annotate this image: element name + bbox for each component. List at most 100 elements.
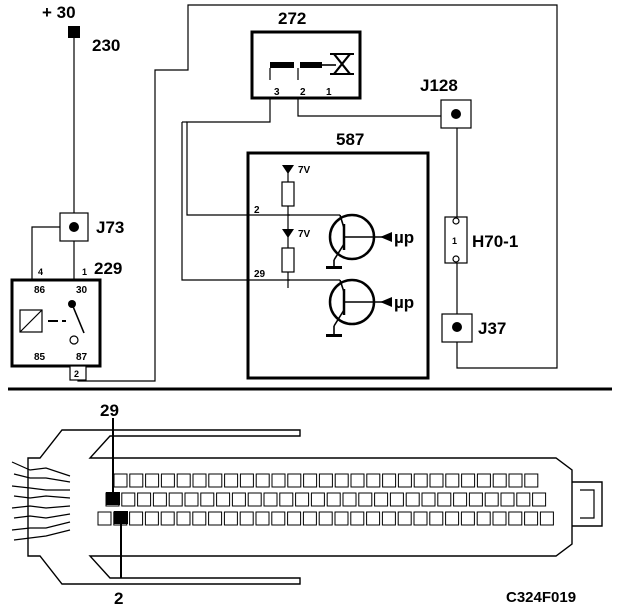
harness-pin-cavity [397,473,412,488]
relay-switch-arm [71,303,85,334]
harness-pin-cavity [160,511,175,526]
j128-label: J128 [420,76,458,95]
relay-contact-open [69,335,79,345]
switch-272: 272 3 2 1 [250,9,362,100]
wires [31,4,558,382]
control-unit-pin-2: 2 [254,205,260,216]
harness-pin-cavity [358,492,373,507]
supply-label: + 30 [42,3,76,22]
harness-pin-cavity [326,492,341,507]
voltage-a-label: 7V [298,165,311,176]
relay-pin-2: 2 [74,369,79,379]
harness-pin-cavity [239,473,254,488]
harness-pin-29 [106,492,120,505]
relay-id-label: 229 [94,259,122,278]
transistor-b: µp [326,278,414,337]
harness-pin-cavity [287,473,302,488]
harness-connector: 29 2 [11,401,603,608]
supply-wire-number: 230 [92,36,120,55]
harness-pin-cavity [476,511,491,526]
harness-pin-cavity [500,492,515,507]
harness-pin-cavity [255,511,270,526]
harness-pin-cavity [208,511,223,526]
supply-terminal-square [68,26,80,38]
harness-pin-cavity [303,473,318,488]
harness-pin-cavity [413,511,428,526]
harness-pin-cavity [374,492,389,507]
harness-shell [27,429,573,585]
harness-pin-cavity [350,473,365,488]
harness-pin-cavity [461,473,476,488]
harness-pin-cavity [137,492,152,507]
harness-pin-cavity [200,492,215,507]
harness-pin-cavity [508,511,523,526]
harness-pin-cavity [113,473,128,488]
lamp-body [444,216,468,264]
voltage-b-label: 7V [298,229,311,240]
lamp-h70-1: 1 H70-1 [444,216,518,264]
harness-pin-cavity [176,473,191,488]
harness-pin-cavity [508,473,523,488]
supply-terminal: + 30 230 [42,3,120,55]
switch-pin-1: 1 [326,87,332,98]
harness-pin-cavity [366,511,381,526]
harness-pin-cavity [279,492,294,507]
relay-pin-85: 85 [34,352,46,363]
harness-pin-cavity [216,492,231,507]
pin-grid [97,473,554,526]
harness-pin-cavity [97,511,112,526]
lamp-pin: 1 [452,236,457,246]
harness-pin-cavity [271,511,286,526]
switch-pin-3: 3 [274,87,280,98]
harness-pin-cavity [350,511,365,526]
connector-j37: J37 [441,313,506,343]
microprocessor-a-label: µp [394,228,414,247]
microprocessor-b-label: µp [394,293,414,312]
harness-pin-cavity [318,473,333,488]
connector-j128: J128 [420,76,472,129]
harness-pin-cavity [445,473,460,488]
harness-pin-cavity [492,473,507,488]
harness-pin-cavity [334,511,349,526]
harness-pin-cavity [397,511,412,526]
harness-pin-cavity [295,492,310,507]
harness-pin-cavity [271,473,286,488]
harness-pin-2 [114,511,128,524]
harness-pin-cavity [445,511,460,526]
harness-pin-cavity [484,492,499,507]
switch-pin-2: 2 [300,87,306,98]
relay-pin-30: 30 [76,285,88,296]
relay-pin-1: 1 [82,267,87,277]
harness-pin-cavity [429,511,444,526]
control-unit-id-label: 587 [336,130,364,149]
harness-pin-cavity [192,511,207,526]
harness-pin-cavity [160,473,175,488]
harness-pin-cavity [129,511,144,526]
harness-pin-cavity [231,492,246,507]
harness-pin-cavity [476,473,491,488]
j37-label: J37 [478,319,506,338]
harness-pin-cavity [145,473,160,488]
resistor-a [281,181,295,207]
switch-id-label: 272 [278,9,306,28]
control-unit-pin-29: 29 [254,269,266,280]
connector-j73: J73 [59,212,124,242]
harness-pin-cavity [539,511,554,526]
relay-pin-86: 86 [34,285,46,296]
harness-pin-cavity [152,492,167,507]
figure-code: C324F019 [506,589,576,606]
harness-pin-cavity [342,492,357,507]
harness-pin-cavity [184,492,199,507]
transistor-a: µp [326,213,414,269]
harness-pin-top-label: 29 [100,401,119,420]
resistor-b [281,247,295,273]
control-unit-housing [246,151,430,380]
control-unit-587: 587 7V 7V 2 29 µp [246,130,430,380]
harness-pin-cavity [129,473,144,488]
harness-pin-cavity [389,492,404,507]
harness-pin-cavity [524,511,539,526]
harness-pin-cavity [223,511,238,526]
harness-pin-cavity [168,492,183,507]
